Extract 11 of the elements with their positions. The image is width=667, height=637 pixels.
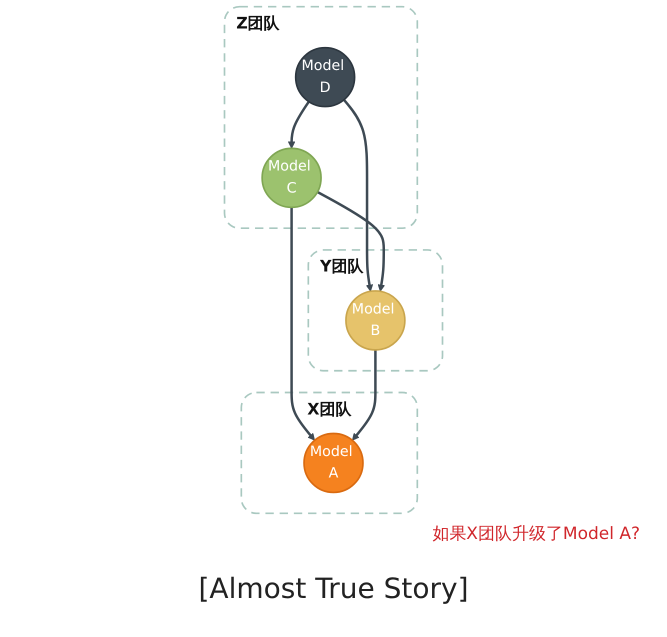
arrow bbox=[316, 190, 386, 292]
arrow bbox=[288, 100, 310, 149]
arrow bbox=[352, 350, 377, 441]
node-circle: Model C bbox=[261, 148, 322, 208]
node-circle: Model B bbox=[345, 290, 406, 351]
caption: [Almost True Story] bbox=[198, 572, 468, 605]
node-circle: Model D bbox=[294, 46, 356, 108]
arrow bbox=[290, 207, 315, 441]
arrow bbox=[343, 98, 374, 292]
note-text: 如果X团队升级了Model A? bbox=[432, 523, 640, 545]
node-circle: Model A bbox=[303, 432, 364, 494]
